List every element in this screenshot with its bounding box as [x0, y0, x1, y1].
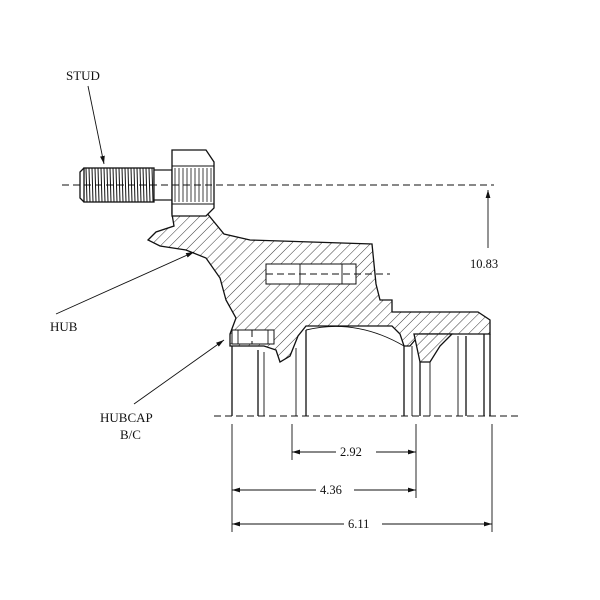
stud-leader	[87, 85, 105, 165]
dim-4-36-label: 4.36	[320, 483, 342, 497]
hub-label: HUB	[50, 319, 78, 334]
hubcap-leader	[133, 339, 225, 405]
hub-leader	[55, 251, 195, 315]
hubcap-bc-label: B/C	[120, 427, 141, 442]
hubcap-bolt-hole	[231, 329, 275, 345]
dim-2-92-label: 2.92	[340, 445, 362, 459]
stud-label: STUD	[66, 68, 100, 83]
threaded-bore	[265, 263, 390, 285]
bearing-lines	[231, 325, 491, 416]
hub-flange-right	[413, 333, 454, 363]
stud-bolt	[79, 149, 215, 217]
height-dimension-label: 10.83	[470, 257, 498, 271]
hubcap-label: HUBCAP	[100, 410, 153, 425]
dim-6-11-label: 6.11	[348, 517, 369, 531]
